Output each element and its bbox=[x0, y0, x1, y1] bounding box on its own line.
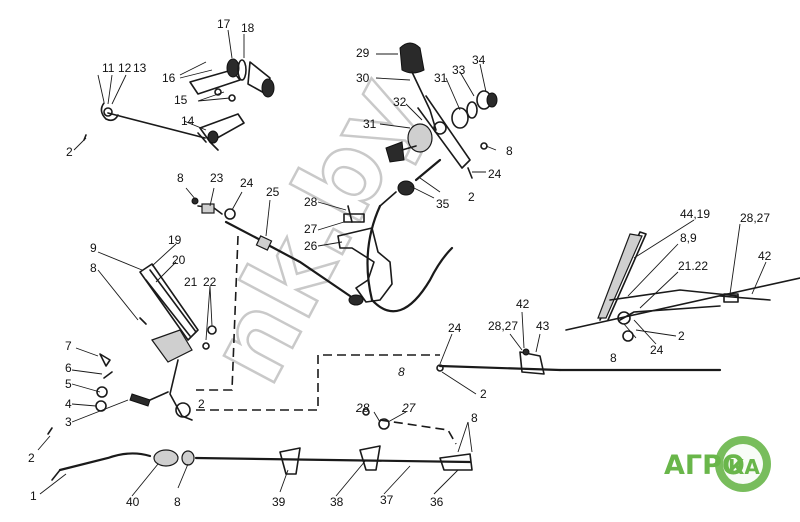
label-31-b: 31 bbox=[363, 117, 377, 131]
leader-lines bbox=[37, 29, 767, 497]
label-2-a: 2 bbox=[66, 145, 73, 159]
label-37: 37 bbox=[380, 493, 394, 507]
label-2-c: 2 bbox=[198, 397, 205, 411]
label-16: 16 bbox=[162, 71, 176, 85]
pedal-assembly bbox=[95, 263, 217, 421]
label-28-27-a: 28,27 bbox=[488, 319, 518, 333]
label-28-a: 28 bbox=[304, 195, 318, 209]
label-8-b: 8 bbox=[177, 171, 184, 185]
label-8-c: 8 bbox=[90, 261, 97, 275]
label-5: 5 bbox=[65, 377, 72, 391]
bracket-assembly bbox=[337, 204, 454, 313]
label-27-b: 27 bbox=[401, 401, 417, 415]
label-11: 11 bbox=[102, 61, 115, 75]
label-35: 35 bbox=[436, 197, 450, 211]
label-29: 29 bbox=[356, 46, 370, 60]
label-2-d: 2 bbox=[28, 451, 35, 465]
callout-labels: 11 12 13 16 15 17 18 14 2 29 30 31 33 34… bbox=[28, 17, 772, 509]
label-42-a: 42 bbox=[516, 297, 530, 311]
label-9: 9 bbox=[90, 241, 97, 255]
label-26: 26 bbox=[304, 239, 318, 253]
label-8-e: 8 bbox=[471, 411, 478, 425]
label-24-c: 24 bbox=[448, 321, 462, 335]
logo-text-left: АГРО bbox=[664, 450, 745, 481]
label-19: 19 bbox=[168, 233, 182, 247]
label-3: 3 bbox=[65, 415, 72, 429]
label-8-a: 8 bbox=[506, 144, 513, 158]
label-31-a: 31 bbox=[434, 71, 448, 85]
label-8-f: 8 bbox=[398, 365, 405, 379]
hand-lever-assembly bbox=[379, 42, 498, 207]
label-13: 13 bbox=[133, 61, 147, 75]
label-2-f: 2 bbox=[678, 329, 685, 343]
label-44-19: 44,19 bbox=[680, 207, 710, 221]
label-15: 15 bbox=[174, 93, 188, 107]
label-38: 38 bbox=[330, 495, 344, 509]
label-12: 12 bbox=[118, 61, 132, 75]
label-8-d: 8 bbox=[174, 495, 181, 509]
label-18: 18 bbox=[241, 21, 255, 35]
label-39: 39 bbox=[272, 495, 286, 509]
label-21: 21 bbox=[184, 275, 198, 289]
label-27-a: 27 bbox=[304, 222, 318, 236]
label-25: 25 bbox=[266, 185, 280, 199]
label-24-d: 24 bbox=[650, 343, 664, 357]
label-17: 17 bbox=[217, 17, 231, 31]
right-pedal-assembly bbox=[565, 231, 800, 342]
label-22: 22 bbox=[203, 275, 217, 289]
label-4: 4 bbox=[65, 397, 72, 411]
label-6: 6 bbox=[65, 361, 72, 375]
label-8-g: 8 bbox=[610, 351, 617, 365]
logo-text-right: КА bbox=[728, 455, 760, 479]
label-8-9: 8,9 bbox=[680, 231, 697, 245]
label-2-e: 2 bbox=[480, 387, 487, 401]
agroka-logo: АГРО КА bbox=[664, 436, 771, 492]
dashed-links bbox=[196, 235, 457, 445]
label-28-b: 28 bbox=[355, 401, 370, 415]
label-28-27-b: 28,27 bbox=[740, 211, 770, 225]
label-34: 34 bbox=[472, 53, 486, 67]
label-23: 23 bbox=[210, 171, 224, 185]
cables bbox=[47, 197, 722, 481]
label-32: 32 bbox=[393, 95, 407, 109]
label-24-a: 24 bbox=[488, 167, 502, 181]
label-1: 1 bbox=[30, 489, 37, 503]
label-42-b: 42 bbox=[758, 249, 772, 263]
label-33: 33 bbox=[452, 63, 466, 77]
label-2-b: 2 bbox=[468, 190, 475, 204]
label-21-22: 21.22 bbox=[678, 259, 708, 273]
label-43: 43 bbox=[536, 319, 550, 333]
label-14: 14 bbox=[181, 114, 195, 128]
label-20: 20 bbox=[172, 253, 186, 267]
label-36: 36 bbox=[430, 495, 444, 509]
label-24-b: 24 bbox=[240, 176, 254, 190]
label-40: 40 bbox=[126, 495, 140, 509]
label-7: 7 bbox=[65, 339, 72, 353]
label-30: 30 bbox=[356, 71, 370, 85]
throttle-rod-assembly bbox=[83, 58, 275, 151]
